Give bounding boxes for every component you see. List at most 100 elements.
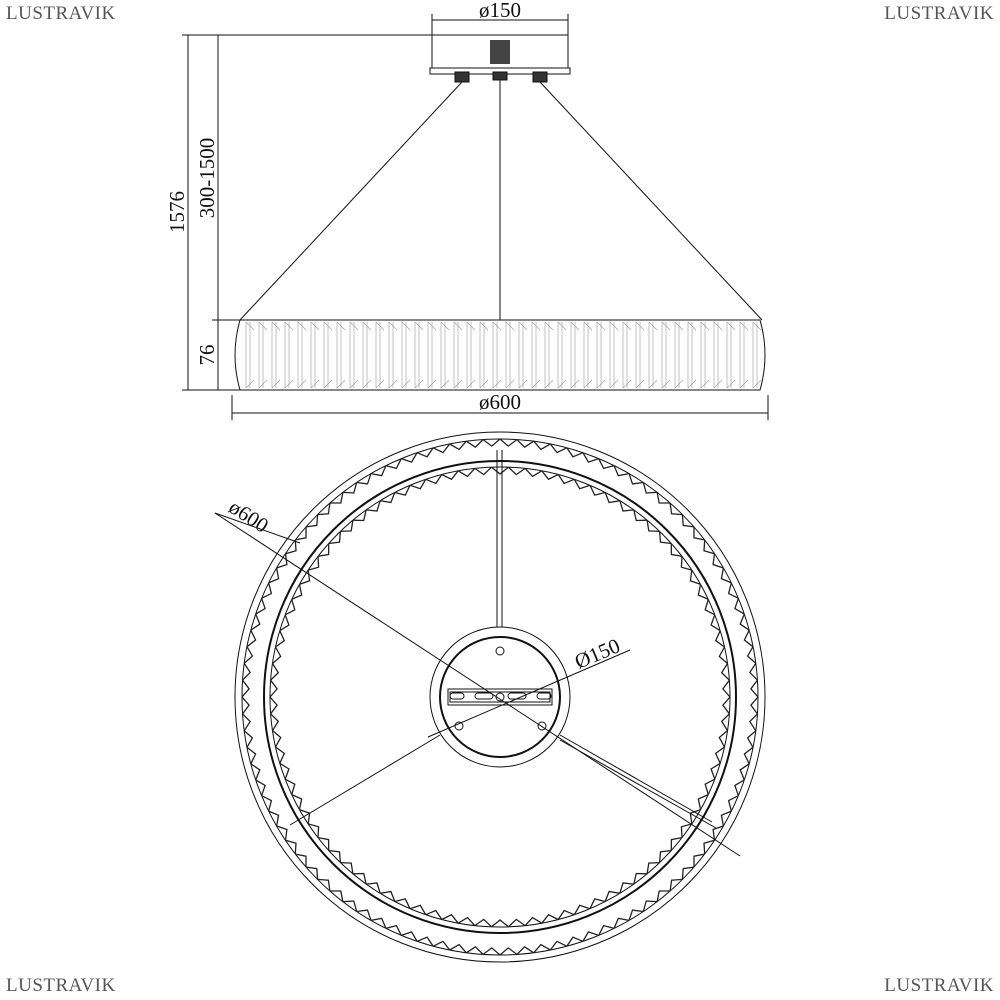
crystal-prism xyxy=(739,321,749,389)
crystal-tooth xyxy=(329,890,344,902)
crystal-tooth xyxy=(279,614,290,632)
crystal-tooth xyxy=(255,598,266,615)
crystal-prism xyxy=(479,321,489,389)
crystal-tooth xyxy=(589,898,606,909)
crystal-tooth xyxy=(604,890,620,902)
crystal-tooth xyxy=(275,630,286,648)
crystal-tooth xyxy=(739,613,750,631)
crystal-tooth xyxy=(385,458,402,470)
crystal-tooth xyxy=(658,531,672,545)
dimension-lines xyxy=(182,14,769,420)
canopy xyxy=(429,34,571,83)
crystal-tooth xyxy=(356,909,372,921)
crystal-prism xyxy=(518,321,528,389)
crystal-prism xyxy=(362,321,372,389)
crystal-tooth xyxy=(718,730,728,748)
brand-logo-bottom-left: LUSTRAVIK xyxy=(6,975,116,996)
crystal-prism xyxy=(284,321,294,389)
crystal-tooth xyxy=(340,861,354,874)
crystal-tooth xyxy=(409,904,427,916)
crystal-tooth xyxy=(743,746,754,765)
crystal-tooth xyxy=(533,943,551,954)
crystal-tooth xyxy=(270,713,280,731)
crystal-tooth xyxy=(727,582,739,599)
crystal-tooth xyxy=(748,713,758,732)
crystal-prism xyxy=(609,321,619,389)
crystal-tooth xyxy=(305,866,319,880)
crystal-prism xyxy=(245,321,255,389)
crystal-tooth xyxy=(370,465,387,477)
crystal-tooth xyxy=(746,646,757,664)
crystal-tooth xyxy=(243,646,254,664)
crystal-tooth xyxy=(465,439,484,449)
crystal-tooth xyxy=(328,531,342,545)
crystal-prism xyxy=(414,321,424,389)
crystal-tooth xyxy=(317,502,331,516)
crystal-tooth xyxy=(291,584,303,600)
crystal-tooth xyxy=(425,474,443,485)
crystal-prism xyxy=(583,321,593,389)
crystal-prism xyxy=(505,321,515,389)
crystal-tooth xyxy=(276,825,288,841)
crystal-tooth xyxy=(507,918,526,928)
crystal-tooth xyxy=(305,514,319,528)
crystal-tooth xyxy=(272,646,282,664)
crystal-tooth xyxy=(352,872,367,885)
crystal-tooth xyxy=(279,762,290,780)
crystal-tooth xyxy=(261,582,273,599)
crystal-tooth xyxy=(703,539,715,555)
crystal-tooth xyxy=(242,713,252,732)
crystal-tooth xyxy=(549,940,568,951)
crystal-tooth xyxy=(681,866,695,880)
crystal-tooth xyxy=(425,909,443,920)
crystal-tooth xyxy=(284,778,296,795)
crystal-tooth xyxy=(582,931,599,942)
crystal-tooth xyxy=(499,438,518,447)
crystal-prism xyxy=(674,321,684,389)
crystal-tooth xyxy=(242,662,252,681)
crystal-tooth xyxy=(613,465,630,477)
dimension-lines-top xyxy=(214,512,741,857)
crystal-prism xyxy=(492,321,502,389)
crystal-tooth xyxy=(628,473,644,485)
crystal-tooth xyxy=(619,500,634,512)
crystal-tooth xyxy=(482,947,501,956)
side-view: ø150 1576 300-1500 76 ø600 xyxy=(165,0,769,420)
crystal-tooth xyxy=(619,882,634,894)
crystal-tooth xyxy=(722,696,731,715)
crystal-tooth xyxy=(491,919,509,928)
crystal-tooth xyxy=(750,696,759,715)
crystal-tooth xyxy=(720,663,730,681)
crystal-prism xyxy=(726,321,736,389)
brand-logo-top-right: LUSTRAVIK xyxy=(884,3,994,24)
crystal-tooth xyxy=(720,810,732,827)
crystal-tooth xyxy=(241,679,250,698)
crystal-tooth xyxy=(704,599,716,616)
crystal-prism xyxy=(349,321,359,389)
crystal-tooth xyxy=(356,473,372,485)
canopy-top xyxy=(429,626,571,768)
crystal-tooth xyxy=(712,825,724,841)
crystal-tooth xyxy=(727,795,739,812)
crystal-tooth xyxy=(499,947,518,956)
crystal-tooth xyxy=(385,924,402,936)
crystal-tooth xyxy=(295,526,307,541)
crystal-tooth xyxy=(465,945,484,955)
crystal-prism xyxy=(297,321,307,389)
brand-logo-top-left: LUSTRAVIK xyxy=(6,3,116,24)
crystal-tooth xyxy=(457,467,476,478)
suspension-cables xyxy=(239,80,763,321)
crystal-tooth xyxy=(670,543,683,558)
crystal-tooth xyxy=(380,492,396,504)
crystal-tooth xyxy=(710,614,721,632)
crystal-tooth xyxy=(366,500,381,512)
crystal-prism xyxy=(687,321,697,389)
crystal-prism xyxy=(453,321,463,389)
crystal-tooth xyxy=(670,836,683,851)
crystal-prism xyxy=(401,321,411,389)
crystal-tooth xyxy=(598,458,615,470)
crystal-tooth xyxy=(703,839,715,855)
ring-height-label: 76 xyxy=(195,345,219,366)
crystal-tooth xyxy=(633,872,648,885)
